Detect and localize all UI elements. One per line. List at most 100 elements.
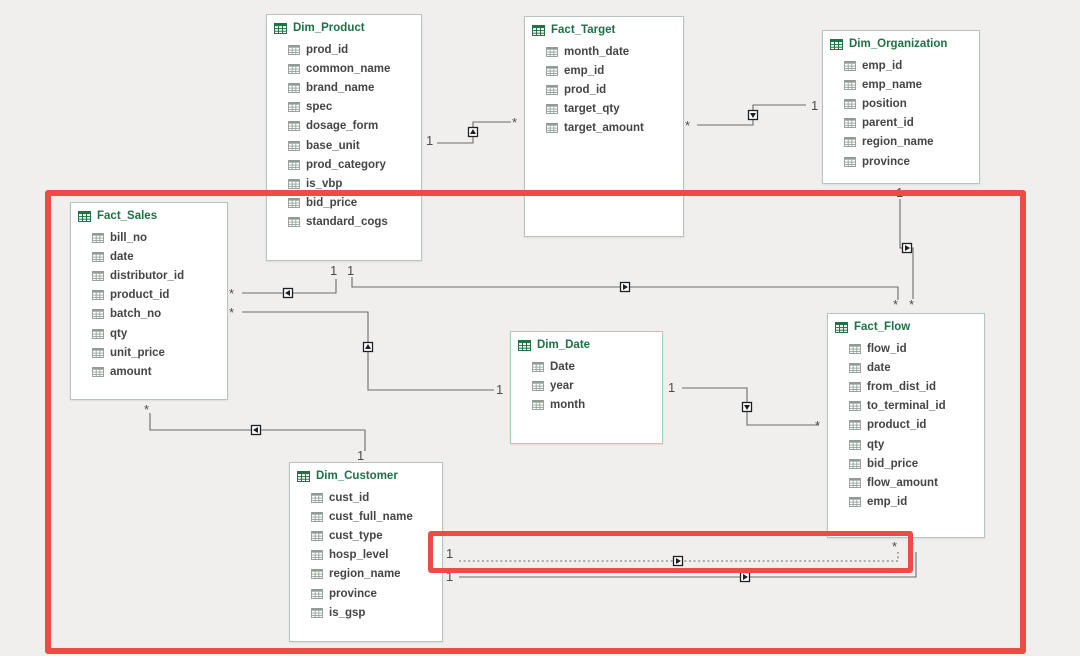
relationship-marker[interactable] <box>619 281 631 293</box>
table-dim-product[interactable]: Dim_Product prod_id common_name brand_na… <box>266 14 422 261</box>
field-name: emp_name <box>862 78 923 91</box>
field-row[interactable]: prod_id <box>288 40 421 59</box>
relationship-marker[interactable] <box>467 126 479 138</box>
table-icon <box>830 38 843 50</box>
field-name: standard_cogs <box>306 216 388 229</box>
relationship-marker[interactable] <box>672 555 684 567</box>
field-row[interactable]: emp_id <box>546 61 683 80</box>
field-row[interactable]: position <box>844 94 979 113</box>
field-grid-icon <box>844 98 856 109</box>
field-row[interactable]: common_name <box>288 59 421 78</box>
table-dim-customer[interactable]: Dim_Customer cust_id cust_full_name cust… <box>289 462 443 642</box>
field-row[interactable]: date <box>92 247 227 266</box>
field-grid-icon <box>92 309 104 320</box>
relationship-marker[interactable] <box>747 109 759 121</box>
field-row[interactable]: base_unit <box>288 136 421 155</box>
field-row[interactable]: province <box>844 152 979 171</box>
field-row[interactable]: cust_id <box>311 488 442 507</box>
relationship-line[interactable] <box>242 279 337 294</box>
field-row[interactable]: parent_id <box>844 114 979 133</box>
table-header[interactable]: Fact_Sales <box>71 207 227 225</box>
field-row[interactable]: amount <box>92 362 227 381</box>
field-name: region_name <box>329 568 401 581</box>
cardinality-label: * <box>815 418 821 433</box>
field-row[interactable]: qty <box>92 324 227 343</box>
relationship-marker[interactable] <box>282 287 294 299</box>
field-grid-icon <box>546 123 558 134</box>
table-dim-date[interactable]: Dim_Date Date year month <box>510 331 663 444</box>
field-row[interactable]: unit_price <box>92 343 227 362</box>
field-row[interactable]: target_qty <box>546 100 683 119</box>
field-row[interactable]: product_id <box>92 286 227 305</box>
relationship-marker[interactable] <box>362 341 374 353</box>
field-grid-icon <box>849 439 861 450</box>
table-dim-organization[interactable]: Dim_Organization emp_id emp_name positio… <box>822 30 980 184</box>
table-header[interactable]: Dim_Product <box>267 19 421 37</box>
relationship-marker[interactable] <box>739 571 751 583</box>
relationship-marker[interactable] <box>250 424 262 436</box>
field-row[interactable]: bid_price <box>849 454 984 473</box>
table-fact-sales[interactable]: Fact_Sales bill_no date distributor_id p… <box>70 202 228 400</box>
field-row[interactable]: is_gsp <box>311 603 442 622</box>
field-row[interactable]: emp_id <box>849 493 984 512</box>
relationship-marker[interactable] <box>901 242 913 254</box>
field-row[interactable]: brand_name <box>288 78 421 97</box>
field-row[interactable]: distributor_id <box>92 266 227 285</box>
field-row[interactable]: emp_id <box>844 56 979 75</box>
table-fact-target[interactable]: Fact_Target month_date emp_id prod_id ta… <box>524 16 684 237</box>
table-icon <box>297 470 310 482</box>
field-row[interactable]: dosage_form <box>288 117 421 136</box>
field-row[interactable]: product_id <box>849 416 984 435</box>
field-row[interactable]: batch_no <box>92 305 227 324</box>
table-header[interactable]: Fact_Flow <box>828 318 984 336</box>
field-row[interactable]: is_vbp <box>288 174 421 193</box>
field-row[interactable]: Date <box>532 357 662 376</box>
field-row[interactable]: province <box>311 584 442 603</box>
field-grid-icon <box>288 198 300 209</box>
field-grid-icon <box>844 156 856 167</box>
table-header[interactable]: Dim_Customer <box>290 467 442 485</box>
field-row[interactable]: date <box>849 358 984 377</box>
field-name: is_gsp <box>329 606 366 619</box>
field-row[interactable]: flow_id <box>849 339 984 358</box>
table-header[interactable]: Fact_Target <box>525 21 683 39</box>
relationship-line[interactable] <box>459 552 917 578</box>
field-row[interactable]: from_dist_id <box>849 377 984 396</box>
field-grid-icon <box>288 178 300 189</box>
field-name: from_dist_id <box>867 380 937 393</box>
field-row[interactable]: spec <box>288 98 421 117</box>
field-row[interactable]: prod_category <box>288 155 421 174</box>
field-row[interactable]: prod_id <box>546 80 683 99</box>
field-name: flow_amount <box>867 476 938 489</box>
field-row[interactable]: flow_amount <box>849 473 984 492</box>
field-row[interactable]: bid_price <box>288 194 421 213</box>
table-fact-flow[interactable]: Fact_Flow flow_id date from_dist_id to_t… <box>827 313 985 538</box>
table-icon <box>78 210 91 222</box>
cardinality-label: * <box>892 539 898 554</box>
field-row[interactable]: qty <box>849 435 984 454</box>
relationship-line-inactive[interactable] <box>459 552 899 562</box>
field-row[interactable]: standard_cogs <box>288 213 421 232</box>
field-row[interactable]: cust_type <box>311 526 442 545</box>
field-row[interactable]: month <box>532 395 662 414</box>
field-grid-icon <box>92 270 104 281</box>
cardinality-label: 1 <box>426 133 434 148</box>
field-row[interactable]: year <box>532 376 662 395</box>
field-row[interactable]: region_name <box>844 133 979 152</box>
field-row[interactable]: cust_full_name <box>311 507 442 526</box>
table-header[interactable]: Dim_Date <box>511 336 662 354</box>
cardinality-label: * <box>893 297 899 312</box>
field-grid-icon <box>92 232 104 243</box>
field-name: bill_no <box>110 231 148 244</box>
field-row[interactable]: emp_name <box>844 75 979 94</box>
field-row[interactable]: region_name <box>311 565 442 584</box>
field-row[interactable]: hosp_level <box>311 546 442 565</box>
field-row[interactable]: to_terminal_id <box>849 397 984 416</box>
table-header[interactable]: Dim_Organization <box>823 35 979 53</box>
field-row[interactable]: target_amount <box>546 119 683 138</box>
field-row[interactable]: month_date <box>546 42 683 61</box>
field-name: target_qty <box>564 103 620 116</box>
field-row[interactable]: bill_no <box>92 228 227 247</box>
field-name: common_name <box>306 62 391 75</box>
relationship-marker[interactable] <box>741 401 753 413</box>
